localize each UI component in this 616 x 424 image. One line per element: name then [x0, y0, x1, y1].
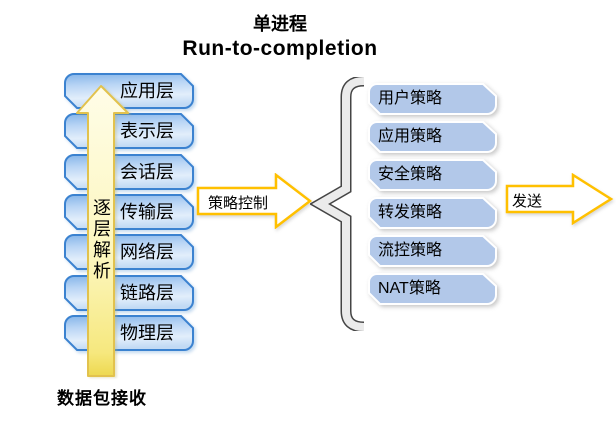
policy-box-nat: NAT策略 — [368, 273, 497, 305]
receive-label: 数据包接收 — [57, 389, 147, 408]
diagram-title: 单进程 Run-to-completion — [120, 13, 440, 62]
title-line-2: Run-to-completion — [182, 36, 378, 60]
layer-label: 应用层 — [120, 81, 174, 101]
layer-label: 表示层 — [120, 121, 174, 141]
policy-box-shape — [368, 235, 497, 267]
policy-label: 用户策略 — [378, 90, 443, 107]
policy-label: 转发策略 — [378, 204, 443, 221]
policy-arrow-icon — [196, 172, 313, 230]
left-brace-icon — [308, 75, 368, 333]
send-arrow-shape — [505, 172, 614, 226]
policy-arrow-label: 策略控制 — [207, 195, 268, 212]
policy-label: 流控策略 — [378, 242, 443, 259]
layer-label: 网络层 — [120, 242, 174, 262]
policy-box-security: 安全策略 — [368, 159, 497, 191]
policy-box-shape — [368, 83, 497, 115]
layer-label: 物理层 — [120, 323, 174, 343]
policy-box-forward: 转发策略 — [368, 197, 497, 229]
policy-label: NAT策略 — [378, 280, 441, 297]
layer-label: 传输层 — [120, 202, 174, 222]
policy-box-shape — [368, 159, 497, 191]
policy-box-shape — [368, 273, 497, 305]
policy-box-shape — [368, 197, 497, 229]
send-arrow-icon — [505, 172, 615, 226]
policy-arrow-shape — [196, 172, 313, 230]
up-arrow-shape — [76, 85, 129, 377]
policy-label: 应用策略 — [378, 128, 443, 145]
policy-box-flowcontrol: 流控策略 — [368, 235, 497, 267]
title-line-1: 单进程 — [253, 14, 307, 34]
layer-label: 会话层 — [120, 162, 174, 182]
policy-box-user: 用户策略 — [368, 83, 497, 115]
policy-label: 安全策略 — [378, 166, 443, 183]
policy-box-shape — [368, 121, 497, 153]
up-arrow-label: 逐层解析 — [91, 198, 111, 282]
up-arrow-icon — [76, 84, 130, 378]
brace-shape — [308, 75, 365, 333]
policy-box-app: 应用策略 — [368, 121, 497, 153]
layer-label: 链路层 — [120, 283, 174, 303]
send-arrow-label: 发送 — [512, 193, 543, 210]
